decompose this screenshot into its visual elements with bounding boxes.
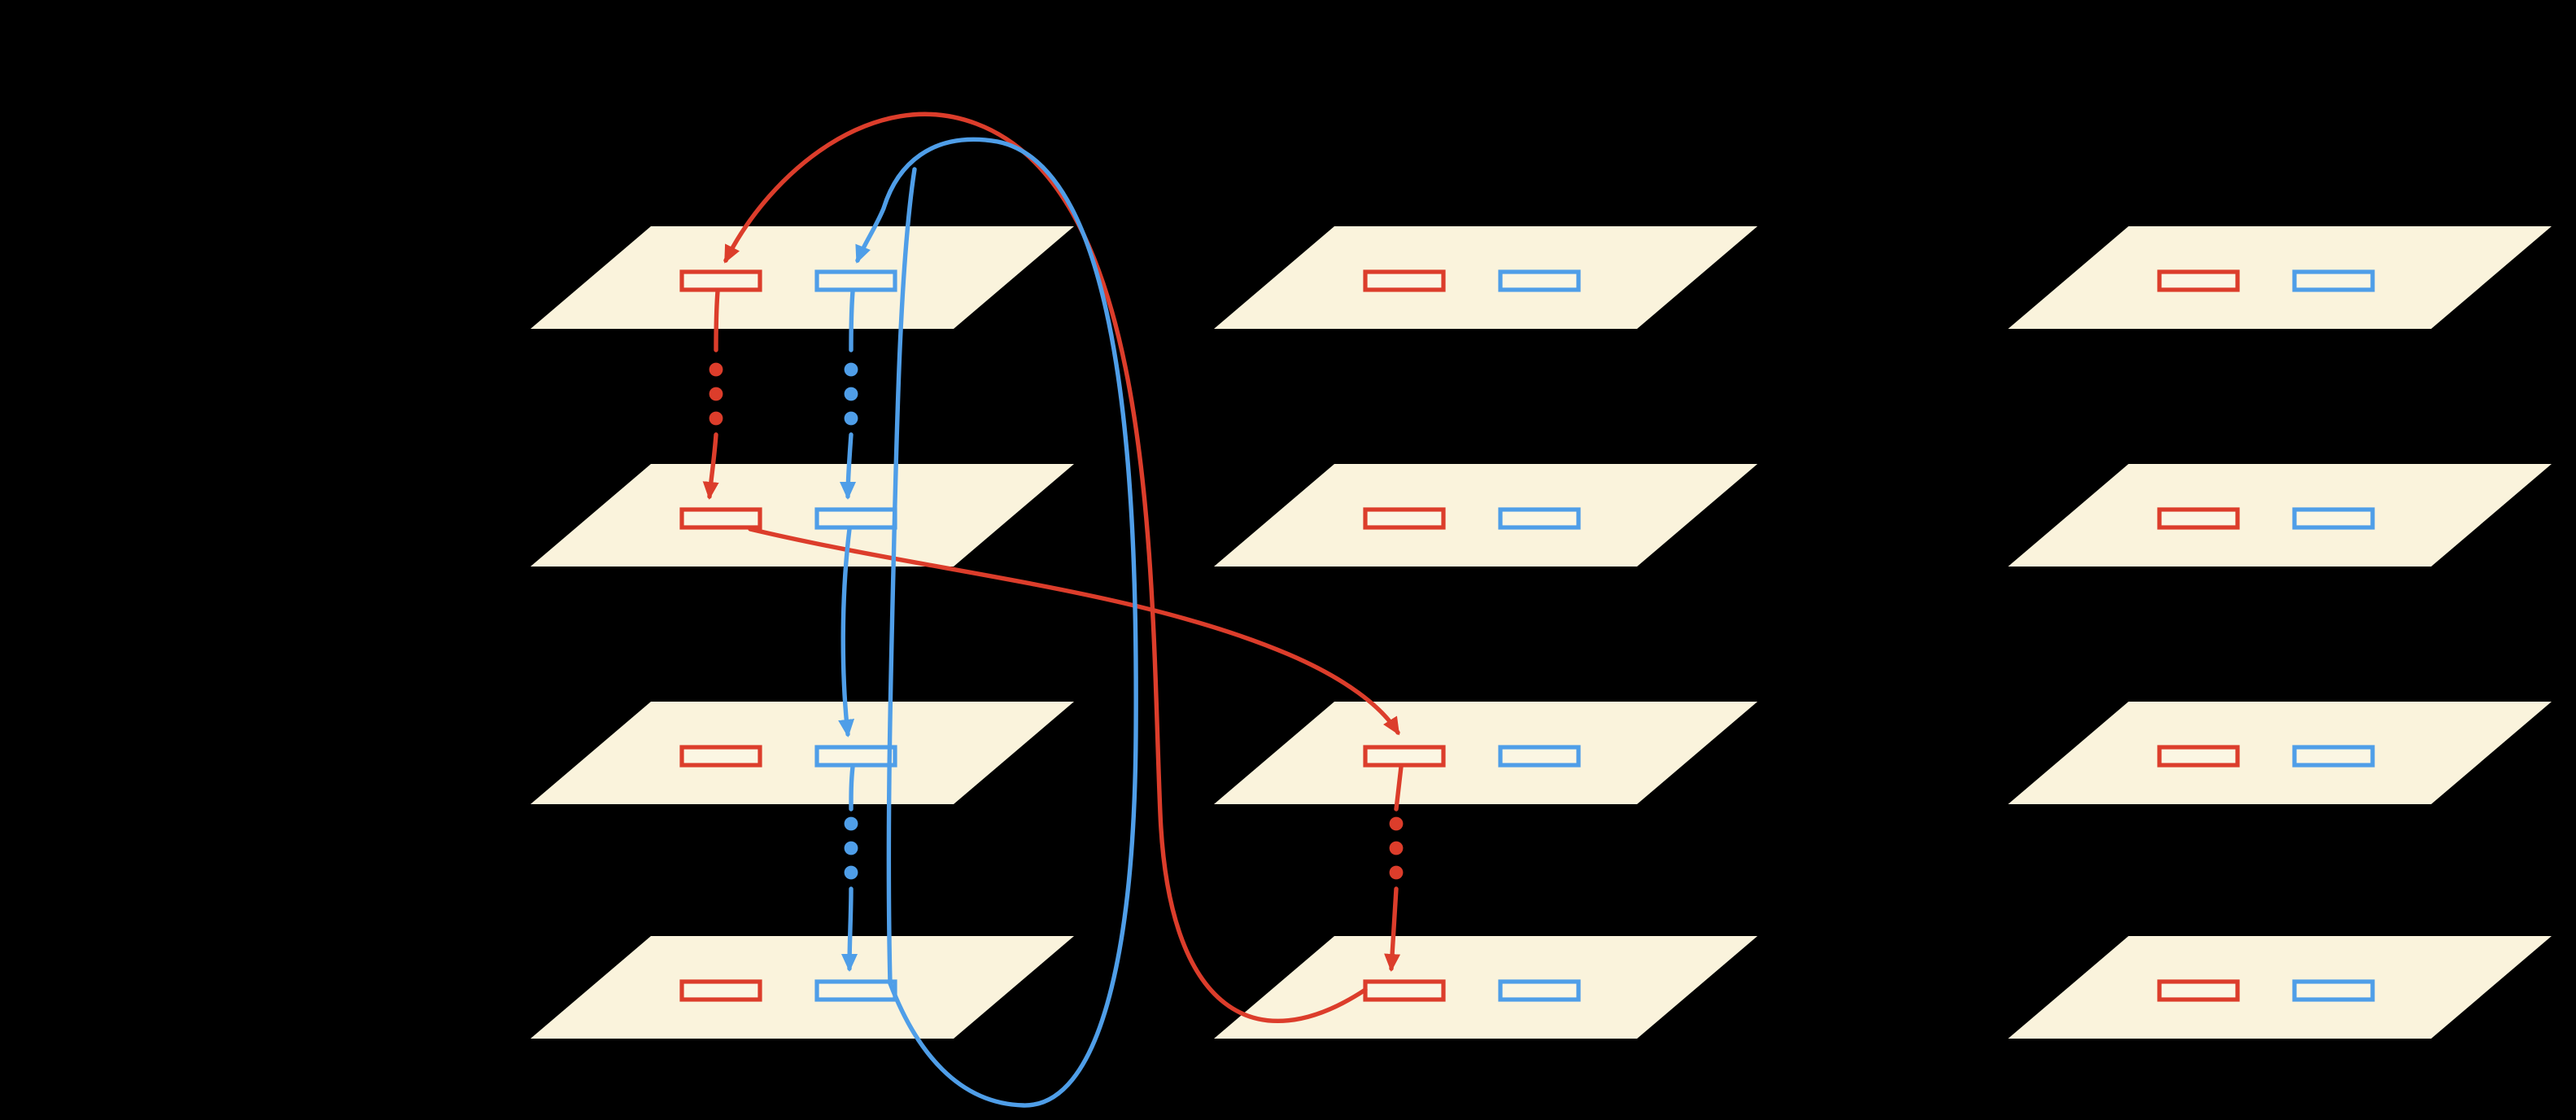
plane-col2-row4: [1214, 936, 1757, 1039]
red-unit: [1363, 979, 1446, 1002]
blue-ellipsis-dot: [844, 865, 858, 880]
red-ellipsis-dot: [709, 362, 723, 377]
blue-ellipsis-dot: [844, 411, 858, 426]
blue-col1row3-to-dots: [849, 764, 855, 812]
plane-surface: [1214, 936, 1757, 1039]
plane-surface: [2008, 702, 2552, 804]
plane-surface: [530, 936, 1074, 1039]
blue-unit: [814, 979, 897, 1002]
red-unit: [1363, 745, 1446, 768]
red-col1row2-to-col2row3: [748, 527, 1400, 736]
red-ellipsis-dot: [1389, 865, 1404, 880]
blue-cycle-right-col1row4-to-col1row1: [855, 137, 1138, 1108]
blue-unit: [1498, 979, 1581, 1002]
blue-unit: [2292, 507, 2375, 530]
red-ellipsis-dot: [1389, 816, 1404, 831]
dots-layer: [709, 362, 1404, 880]
blue-unit: [814, 269, 897, 292]
blue-col1row2-to-col1row3: [838, 527, 855, 737]
red-dots-col2-rows3-4: [1389, 816, 1404, 880]
plane-surface: [2008, 226, 2552, 329]
red-unit: [2157, 507, 2240, 530]
red-col1row1-to-dots: [714, 289, 720, 352]
red-dots-to-col1row2: [702, 432, 719, 500]
blue-dots-to-col1row4: [841, 886, 858, 972]
blue-col1row1-to-dots: [849, 289, 855, 352]
blue-unit: [814, 507, 897, 530]
plane-surface: [1214, 702, 1757, 804]
plane-surface: [2008, 464, 2552, 567]
red-unit: [679, 269, 762, 292]
red-unit: [1363, 269, 1446, 292]
plane-surface: [530, 702, 1074, 804]
red-ellipsis-dot: [709, 411, 723, 426]
red-col2row3-to-dots: [1394, 764, 1404, 812]
blue-ellipsis-dot: [844, 387, 858, 401]
blue-dots-col1-rows1-2: [844, 362, 858, 426]
plane-col1-row2: [530, 464, 1074, 567]
plane-surface: [530, 226, 1074, 329]
plane-col1-row3: [530, 702, 1074, 804]
red-ellipsis-dot: [709, 387, 723, 401]
plane-col2-row2: [1214, 464, 1757, 567]
red-unit: [2157, 979, 2240, 1002]
blue-dots-col1-rows3-4: [844, 816, 858, 880]
red-loop-col2row4-to-col1row1: [723, 112, 1368, 1023]
red-unit: [679, 979, 762, 1002]
blue-ellipsis-dot: [844, 841, 858, 855]
plane-col1-row1: [530, 226, 1074, 329]
plane-col3-row2: [2008, 464, 2552, 567]
plane-col2-row1: [1214, 226, 1757, 329]
plane-col3-row1: [2008, 226, 2552, 329]
connections-layer: [702, 112, 1404, 1108]
red-unit: [1363, 507, 1446, 530]
red-dots-to-col2row4: [1384, 886, 1401, 972]
plane-col1-row4: [530, 936, 1074, 1039]
plane-col2-row3: [1214, 702, 1757, 804]
plane-col3-row4: [2008, 936, 2552, 1039]
blue-unit: [2292, 745, 2375, 768]
plane-surface: [2008, 936, 2552, 1039]
blue-ellipsis-dot: [844, 362, 858, 377]
blue-ellipsis-dot: [844, 816, 858, 831]
blue-cycle-left-col1row4-up: [886, 167, 917, 986]
red-ellipsis-dot: [1389, 841, 1404, 855]
red-unit: [2157, 745, 2240, 768]
red-unit: [679, 507, 762, 530]
red-dots-col1-rows1-2: [709, 362, 723, 426]
red-unit: [2157, 269, 2240, 292]
plane-surface: [530, 464, 1074, 567]
blue-unit: [2292, 979, 2375, 1002]
blue-unit: [814, 745, 897, 768]
blue-unit: [1498, 745, 1581, 768]
plane-surface: [1214, 464, 1757, 567]
plane-col3-row3: [2008, 702, 2552, 804]
plane-surface: [1214, 226, 1757, 329]
blue-unit: [1498, 507, 1581, 530]
blue-unit: [1498, 269, 1581, 292]
blue-dots-to-col1row2: [840, 432, 857, 500]
blue-unit: [2292, 269, 2375, 292]
planes-layer: [530, 226, 2552, 1039]
red-unit: [679, 745, 762, 768]
